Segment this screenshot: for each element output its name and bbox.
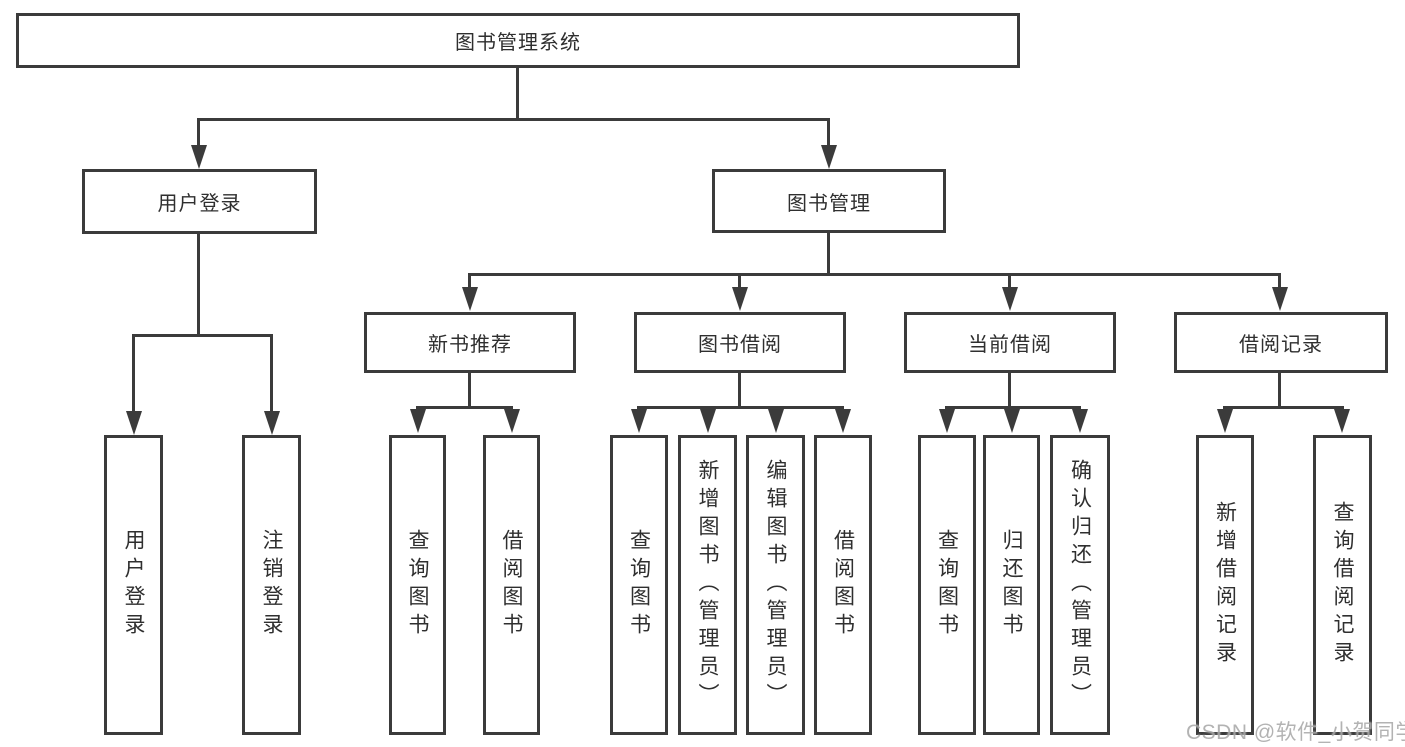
- connector-drop-book-management: [827, 118, 830, 148]
- leaf-add-book-admin: 新增图书（管理员）: [678, 435, 737, 735]
- node-new-book-recommend: 新书推荐: [364, 312, 576, 373]
- arrow-to-new-book: [462, 287, 478, 311]
- connector-user-login-stem: [197, 234, 200, 337]
- leaf-query-borrow-record: 查询借阅记录: [1313, 435, 1372, 735]
- connector-new-book-stem: [468, 373, 471, 409]
- connector-drop-user-login: [197, 118, 200, 148]
- arrow-to-book-borrow: [732, 287, 748, 311]
- leaf-query-books-1: 查询图书: [389, 435, 446, 735]
- leaf-query-books-3: 查询图书: [918, 435, 976, 735]
- arrow-to-borrow-records: [1272, 287, 1288, 311]
- leaf-borrow-books-2: 借阅图书: [814, 435, 872, 735]
- leaf-edit-book-admin: 编辑图书（管理员）: [746, 435, 805, 735]
- leaf-user-login: 用户登录: [104, 435, 163, 735]
- arrow-to-leaf-query-books-2: [631, 409, 647, 433]
- node-borrow-records: 借阅记录: [1174, 312, 1388, 373]
- arrow-to-leaf-return-books: [1004, 409, 1020, 433]
- arrow-to-leaf-query-books-3: [939, 409, 955, 433]
- connector-new-book-splitter: [416, 406, 513, 409]
- arrow-to-leaf-add-book: [700, 409, 716, 433]
- connector-book-management-splitter: [468, 273, 1281, 276]
- leaf-logout: 注销登录: [242, 435, 301, 735]
- node-book-borrow: 图书借阅: [634, 312, 846, 373]
- leaf-borrow-books-1: 借阅图书: [483, 435, 540, 735]
- node-user-login: 用户登录: [82, 169, 317, 234]
- connector-drop-new-book: [468, 273, 471, 290]
- arrow-to-leaf-query-record: [1334, 409, 1350, 433]
- connector-book-borrow-splitter: [637, 406, 844, 409]
- node-current-borrow: 当前借阅: [904, 312, 1116, 373]
- arrow-to-leaf-edit-book: [768, 409, 784, 433]
- connector-current-borrow-stem: [1008, 373, 1011, 409]
- watermark-csdn: CSDN @软件_小贺同学: [1186, 721, 1405, 744]
- leaf-query-books-2: 查询图书: [610, 435, 668, 735]
- connector-root-splitter: [197, 118, 830, 121]
- connector-drop-borrow-records: [1278, 273, 1281, 290]
- arrow-to-leaf-user-login: [126, 411, 142, 435]
- connector-drop-current-borrow: [1008, 273, 1011, 290]
- arrow-to-user-login: [191, 145, 207, 169]
- connector-root-stem: [516, 68, 519, 120]
- connector-borrow-records-splitter: [1223, 406, 1344, 409]
- arrow-to-leaf-query-books-1: [410, 409, 426, 433]
- node-library-system: 图书管理系统: [16, 13, 1020, 68]
- connector-drop-book-borrow: [738, 273, 741, 290]
- arrow-to-leaf-borrow-books-2: [835, 409, 851, 433]
- leaf-add-borrow-record: 新增借阅记录: [1196, 435, 1254, 735]
- connector-user-login-splitter: [132, 334, 273, 337]
- connector-drop-leaf-user-login: [132, 334, 135, 414]
- connector-borrow-records-stem: [1278, 373, 1281, 409]
- connector-book-management-stem: [827, 232, 830, 276]
- leaf-confirm-return-admin: 确认归还（管理员）: [1050, 435, 1110, 735]
- arrow-to-leaf-add-record: [1217, 409, 1233, 433]
- arrow-to-current-borrow: [1002, 287, 1018, 311]
- node-book-management: 图书管理: [712, 169, 946, 233]
- connector-current-borrow-splitter: [945, 406, 1081, 409]
- leaf-return-books: 归还图书: [983, 435, 1040, 735]
- arrow-to-leaf-borrow-books-1: [504, 409, 520, 433]
- arrow-to-leaf-logout: [264, 411, 280, 435]
- connector-book-borrow-stem: [738, 373, 741, 409]
- arrow-to-leaf-confirm-return: [1072, 409, 1088, 433]
- connector-drop-leaf-logout: [270, 334, 273, 414]
- arrow-to-book-management: [821, 145, 837, 169]
